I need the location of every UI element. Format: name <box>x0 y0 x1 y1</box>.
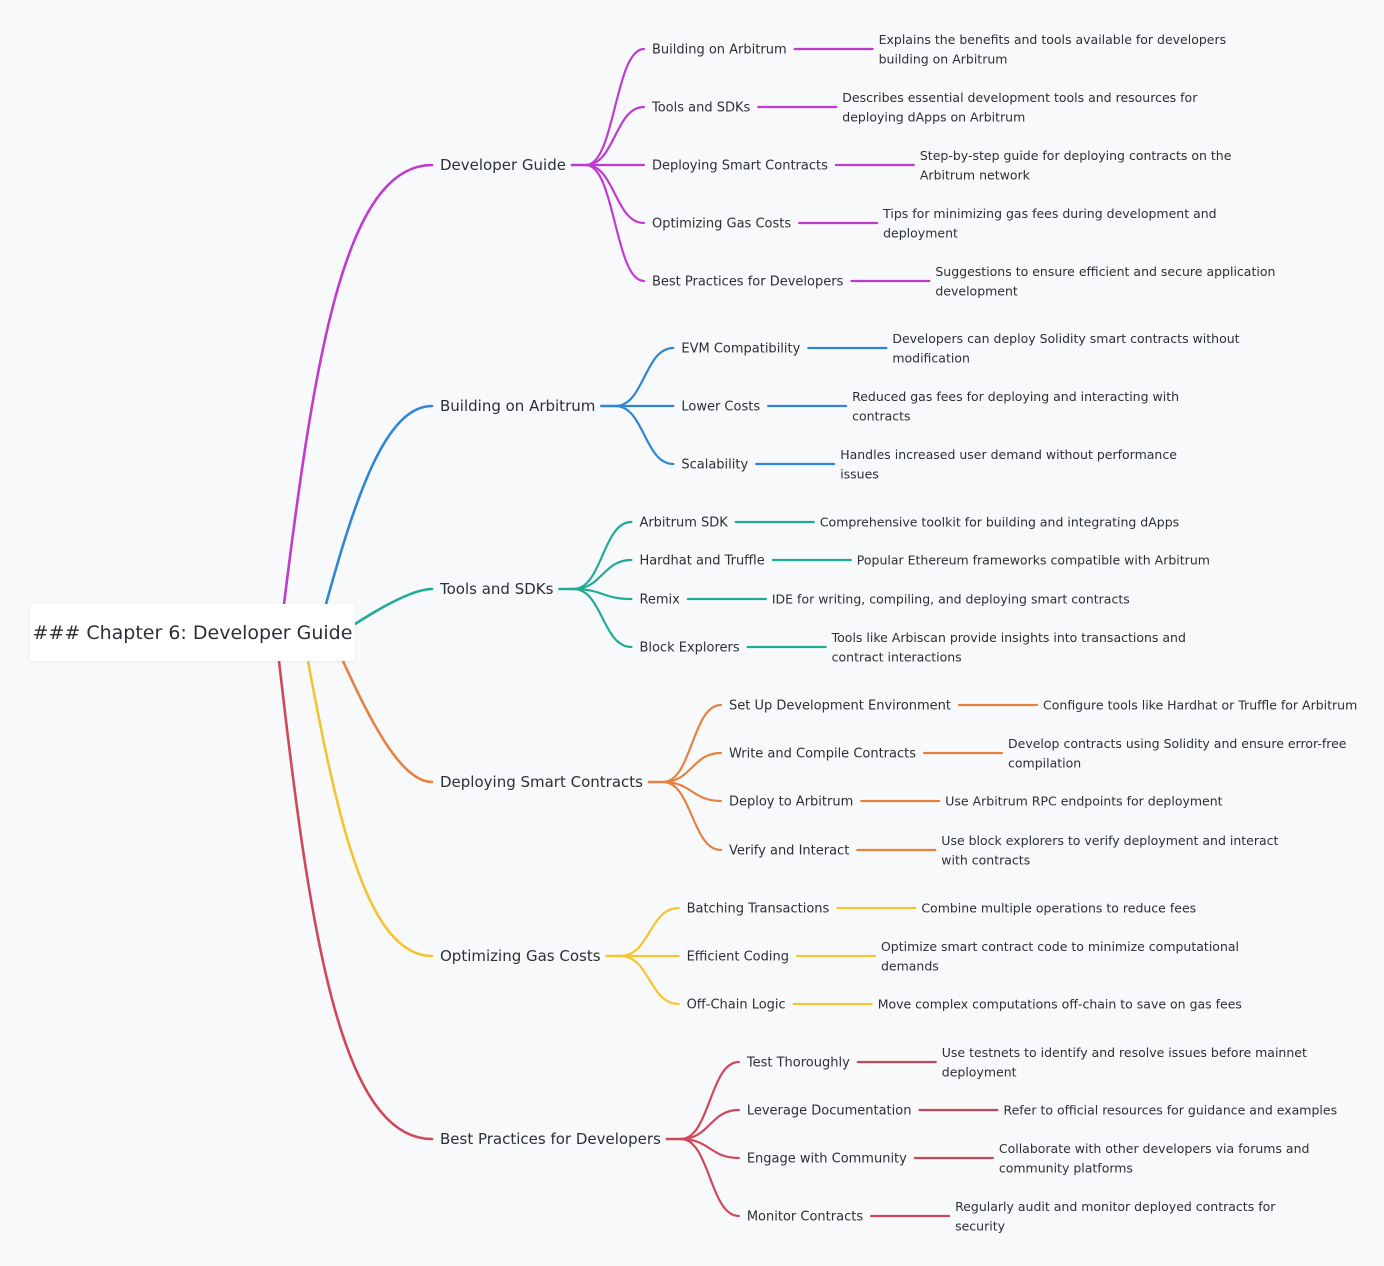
child-label[interactable]: Set Up Development Environment <box>729 699 951 714</box>
description-text: Handles increased user demand without pe… <box>840 447 1177 462</box>
branch-label[interactable]: Building on Arbitrum <box>440 397 595 415</box>
branch-label[interactable]: Optimizing Gas Costs <box>440 947 601 965</box>
child-label[interactable]: Verify and Interact <box>729 844 849 859</box>
branch-connector <box>353 587 434 626</box>
child-connector <box>619 906 680 958</box>
child-label[interactable]: Lower Costs <box>681 400 760 415</box>
description-text: Regularly audit and monitor deployed con… <box>955 1199 1276 1214</box>
description-text: Use block explorers to verify deployment… <box>941 833 1278 848</box>
description-text: Use testnets to identify and resolve iss… <box>942 1045 1307 1060</box>
description-text: security <box>955 1218 1006 1233</box>
child-connector <box>572 558 633 591</box>
description-text: Suggestions to ensure efficient and secu… <box>935 264 1275 279</box>
description-text: Step-by-step guide for deploying contrac… <box>920 148 1232 163</box>
description-text: building on Arbitrum <box>879 51 1008 66</box>
child-label[interactable]: Best Practices for Developers <box>652 275 844 290</box>
description-text: with contracts <box>941 852 1030 867</box>
child-label[interactable]: Write and Compile Contracts <box>729 747 916 762</box>
child-connector <box>679 1137 740 1160</box>
description-text: Developers can deploy Solidity smart con… <box>892 331 1239 346</box>
child-connector <box>614 346 675 408</box>
branch-connector <box>277 659 434 1141</box>
description-text: Reduced gas fees for deploying and inter… <box>852 389 1179 404</box>
branch-label[interactable]: Best Practices for Developers <box>440 1130 661 1148</box>
child-connector <box>584 105 646 167</box>
child-connector <box>572 520 633 591</box>
child-label[interactable]: Hardhat and Truffle <box>639 554 764 569</box>
child-label[interactable]: Efficient Coding <box>687 950 789 965</box>
description-text: contract interactions <box>832 649 962 664</box>
description-text: Configure tools like Hardhat or Truffle … <box>1043 698 1357 713</box>
description-text: development <box>935 283 1018 298</box>
child-label[interactable]: Monitor Contracts <box>747 1210 863 1225</box>
child-label[interactable]: Remix <box>639 593 680 608</box>
child-label[interactable]: Off-Chain Logic <box>687 998 786 1013</box>
branch-connector <box>282 163 434 606</box>
branch-label[interactable]: Deploying Smart Contracts <box>440 773 643 791</box>
description-text: modification <box>892 350 970 365</box>
child-connector <box>584 47 646 167</box>
description-text: IDE for writing, compiling, and deployin… <box>772 592 1130 607</box>
child-label[interactable]: Building on Arbitrum <box>652 43 787 58</box>
description-text: Arbitrum network <box>920 167 1031 182</box>
description-text: community platforms <box>999 1160 1133 1175</box>
description-text: deploying dApps on Arbitrum <box>842 109 1025 124</box>
description-text: issues <box>840 466 879 481</box>
branch-connector <box>306 659 434 958</box>
description-text: Popular Ethereum frameworks compatible w… <box>857 553 1210 568</box>
description-text: Collaborate with other developers via fo… <box>999 1141 1310 1156</box>
description-text: Comprehensive toolkit for building and i… <box>820 515 1179 530</box>
root-title: ### Chapter 6: Developer Guide <box>32 621 353 644</box>
description-text: Use Arbitrum RPC endpoints for deploymen… <box>945 794 1222 809</box>
branch-label[interactable]: Tools and SDKs <box>439 580 554 598</box>
child-label[interactable]: Leverage Documentation <box>747 1104 912 1119</box>
description-text: Explains the benefits and tools availabl… <box>879 32 1227 47</box>
description-text: Develop contracts using Solidity and ens… <box>1008 736 1347 751</box>
child-label[interactable]: Arbitrum SDK <box>639 516 728 531</box>
child-label[interactable]: Optimizing Gas Costs <box>652 217 791 232</box>
child-label[interactable]: Batching Transactions <box>687 902 830 917</box>
child-connector <box>584 163 646 283</box>
child-connector <box>572 587 633 649</box>
description-text: deployment <box>883 225 958 240</box>
child-connector <box>661 703 723 784</box>
child-label[interactable]: Scalability <box>681 458 748 473</box>
child-connector <box>661 751 723 784</box>
child-label[interactable]: Test Thoroughly <box>746 1056 850 1071</box>
child-connector <box>679 1137 740 1218</box>
description-text: compilation <box>1008 755 1081 770</box>
description-text: contracts <box>852 408 910 423</box>
child-label[interactable]: EVM Compatibility <box>681 342 800 357</box>
description-text: deployment <box>942 1064 1017 1079</box>
branch-label[interactable]: Developer Guide <box>440 156 566 174</box>
description-text: Move complex computations off-chain to s… <box>878 997 1242 1012</box>
child-label[interactable]: Tools and SDKs <box>651 101 751 116</box>
child-connector <box>661 780 723 852</box>
branch-connector <box>341 659 434 784</box>
child-connector <box>679 1060 740 1141</box>
child-connector <box>584 163 646 225</box>
child-connector <box>619 954 680 1006</box>
child-connector <box>679 1108 740 1141</box>
description-text: Tools like Arbiscan provide insights int… <box>831 630 1186 645</box>
child-label[interactable]: Deploy to Arbitrum <box>729 795 853 810</box>
child-label[interactable]: Block Explorers <box>639 641 739 656</box>
child-label[interactable]: Deploying Smart Contracts <box>652 159 828 174</box>
description-text: Describes essential development tools an… <box>842 90 1198 105</box>
root-node[interactable]: ### Chapter 6: Developer Guide <box>30 604 355 661</box>
description-text: Optimize smart contract code to minimize… <box>881 939 1239 954</box>
description-text: Tips for minimizing gas fees during deve… <box>882 206 1216 221</box>
description-text: Refer to official resources for guidance… <box>1003 1103 1337 1118</box>
description-text: demands <box>881 958 939 973</box>
description-text: Combine multiple operations to reduce fe… <box>921 901 1196 916</box>
child-connector <box>614 404 675 466</box>
child-label[interactable]: Engage with Community <box>747 1152 907 1167</box>
branch-connector <box>324 404 434 606</box>
connector-lines <box>277 47 1039 1218</box>
